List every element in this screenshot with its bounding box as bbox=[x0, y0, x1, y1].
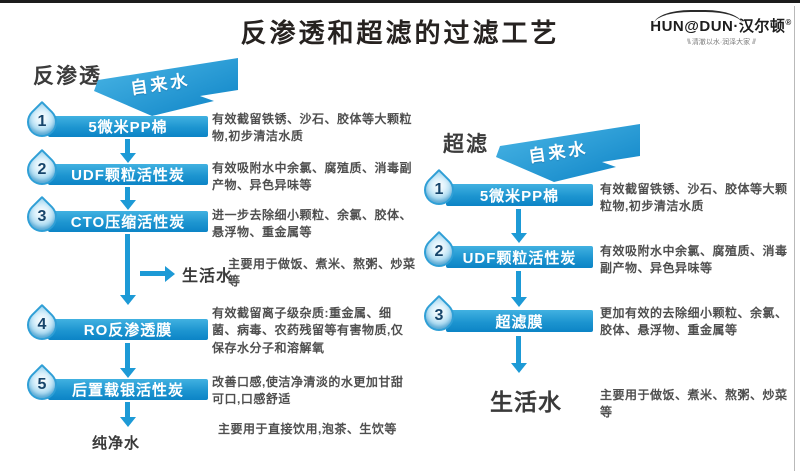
living-water-desc: 主要用于做饭、煮米、熬粥、炒菜等 bbox=[600, 388, 788, 420]
section-label-ultrafiltration: 超滤 bbox=[443, 133, 489, 156]
step-bar-ro-4: RO反渗透膜 bbox=[48, 319, 208, 340]
step-label: RO反渗透膜 bbox=[83, 322, 173, 339]
step-bar-uf-3: 超滤膜 bbox=[446, 310, 593, 332]
step-desc: 更加有效的去除细小颗粒、余氯、胶体、悬浮物、重金属等 bbox=[600, 306, 788, 338]
brand-logo: HUN@DUN·汉尔顿® \\\ 清澈以水·润泽大家 /// bbox=[646, 10, 796, 47]
tagline-flourish-left: \\\ bbox=[687, 39, 691, 46]
step-label: UDF颗粒活性炭 bbox=[462, 249, 577, 267]
page-title: 反渗透和超滤的过滤工艺 bbox=[240, 18, 560, 48]
logo-arc-icon bbox=[654, 10, 742, 24]
step-label: CTO压缩活性炭 bbox=[70, 214, 186, 231]
living-water-branch-desc: 主要用于做饭、煮米、熬粥、炒菜等 bbox=[228, 257, 416, 289]
flow-arrow-down-icon bbox=[125, 343, 130, 369]
tap-water-arrow-ro bbox=[94, 58, 238, 116]
step-bar-ro-2: UDF颗粒活性炭 bbox=[48, 164, 208, 185]
step-desc: 有效吸附水中余氯、腐殖质、消毒副产物、异色异味等 bbox=[212, 161, 413, 193]
step-bar-ro-1: 5微米PP棉 bbox=[48, 116, 208, 137]
brand-name: HUN@DUN·汉尔顿® bbox=[646, 11, 796, 36]
step-desc: 改善口感,使洁净清淡的水更加甘甜可口,口感舒适 bbox=[212, 375, 404, 407]
step-desc: 有效吸附水中余氯、腐殖质、消毒副产物、异色异味等 bbox=[600, 244, 788, 276]
living-water-branch-label: 生活水 bbox=[182, 268, 234, 285]
top-border-rule bbox=[0, 0, 800, 3]
step-bar-uf-2: UDF颗粒活性炭 bbox=[446, 246, 593, 268]
step-label: UDF颗粒活性炭 bbox=[71, 167, 185, 184]
step-number: 2 bbox=[434, 243, 444, 260]
step-number: 4 bbox=[37, 316, 47, 333]
step-label: 5微米PP棉 bbox=[88, 119, 168, 136]
flow-arrow-down-icon bbox=[125, 187, 130, 201]
step-number: 5 bbox=[37, 376, 47, 393]
brand-tagline: \\\ 清澈以水·润泽大家 /// bbox=[646, 37, 796, 47]
step-desc: 有效截留铁锈、沙石、胶体等大颗粒物,初步清洁水质 bbox=[600, 182, 788, 214]
pure-water-label: 纯净水 bbox=[92, 435, 141, 452]
living-water-label: 生活水 bbox=[490, 389, 562, 415]
step-number: 3 bbox=[434, 307, 444, 324]
step-bar-ro-5: 后置载银活性炭 bbox=[48, 379, 208, 400]
step-desc: 有效截留离子级杂质:重金属、细菌、病毒、农药残留等有害物质,仅保存水分子和溶解氧 bbox=[212, 306, 404, 355]
step-bar-uf-1: 5微米PP棉 bbox=[446, 184, 593, 206]
right-border-rule bbox=[794, 6, 795, 471]
step-number: 1 bbox=[37, 113, 47, 130]
step-label: 超滤膜 bbox=[495, 313, 544, 331]
flow-arrow-down-icon bbox=[516, 209, 521, 234]
step-number: 3 bbox=[37, 208, 47, 225]
tagline-flourish-right: /// bbox=[752, 39, 756, 46]
branch-arrow-right-icon bbox=[140, 271, 166, 276]
step-number: 2 bbox=[37, 161, 47, 178]
flow-arrow-down-icon bbox=[125, 139, 130, 154]
section-label-reverse-osmosis: 反渗透 bbox=[33, 65, 102, 88]
step-bar-ro-3: CTO压缩活性炭 bbox=[48, 211, 208, 232]
tagline-text: 清澈以水·润泽大家 bbox=[691, 39, 751, 46]
tap-water-arrow-uf bbox=[496, 124, 640, 182]
registered-mark: ® bbox=[785, 18, 792, 27]
brand-name-text: HUN@DUN·汉尔顿 bbox=[650, 18, 786, 35]
step-desc: 有效截留铁锈、沙石、胶体等大颗粒物,初步清洁水质 bbox=[212, 112, 413, 144]
step-desc: 进一步去除细小颗粒、余氯、胶体、悬浮物、重金属等 bbox=[212, 208, 413, 240]
step-label: 5微米PP棉 bbox=[479, 187, 560, 205]
flow-arrow-down-icon bbox=[516, 336, 521, 364]
step-number: 1 bbox=[434, 181, 444, 198]
flow-arrow-down-icon bbox=[125, 402, 130, 418]
flow-arrow-down-icon bbox=[125, 234, 130, 296]
step-label: 后置载银活性炭 bbox=[71, 382, 184, 399]
pure-water-desc: 主要用于直接饮用,泡茶、生饮等 bbox=[218, 422, 397, 436]
flow-arrow-down-icon bbox=[516, 271, 521, 298]
